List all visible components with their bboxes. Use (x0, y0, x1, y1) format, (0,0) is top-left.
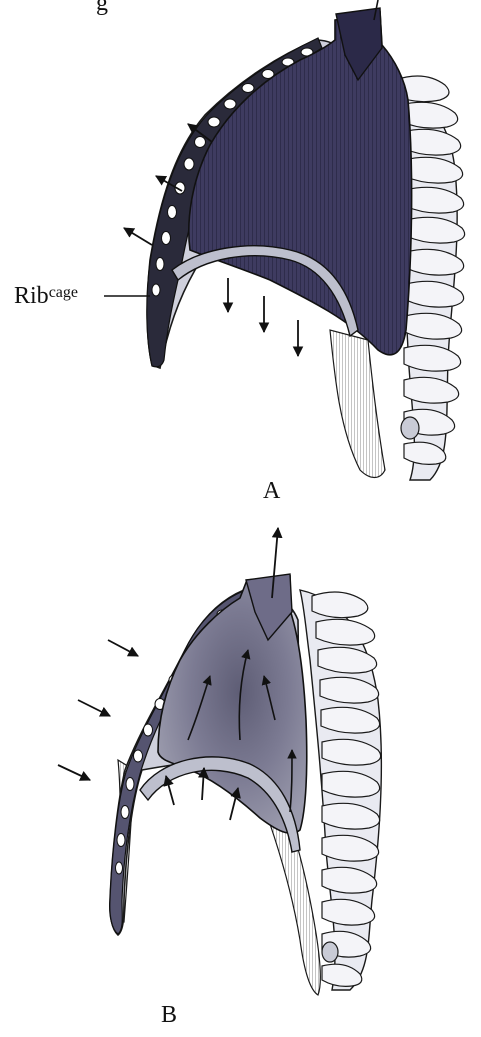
rib-cage-label-small: cage (49, 284, 78, 301)
lung-a (189, 12, 412, 355)
rib-cage-label-main: Rib (14, 283, 49, 309)
panel-b-exhalation (58, 528, 381, 995)
posterior-wall-a (330, 330, 385, 478)
panel-a-label: A (263, 479, 280, 503)
rib-cage-label: Ribcage (14, 284, 78, 308)
panel-a-inhalation (104, 0, 465, 480)
top-partial-label: g (96, 0, 108, 15)
panel-b-label: B (161, 1003, 177, 1027)
inward-arrows-b (58, 640, 138, 780)
